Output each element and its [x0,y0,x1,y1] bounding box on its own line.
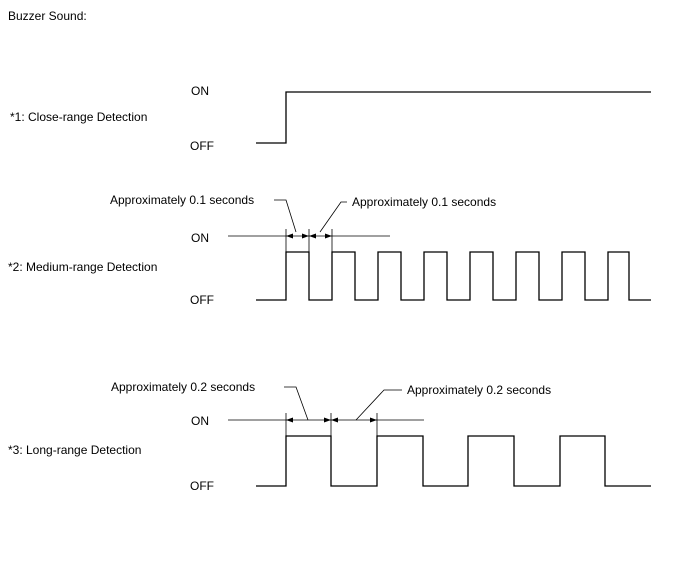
close-range-on-label: ON [191,84,209,98]
close-range-waveform [256,91,651,144]
medium-range-arrow-2 [302,233,309,239]
medium-range-arrow-4 [325,233,332,239]
close-range-section: ON *1: Close-range Detection OFF [10,84,651,153]
medium-range-off-label: OFF [190,293,214,307]
long-range-annotation-right: Approximately 0.2 seconds [407,383,551,397]
medium-range-annotation-right: Approximately 0.1 seconds [352,195,496,209]
long-range-section: Approximately 0.2 seconds Approximately … [8,380,651,493]
close-range-label: *1: Close-range Detection [10,110,147,124]
long-range-leader-right [355,389,402,421]
medium-range-waveform [256,251,651,301]
medium-range-annotation-left: Approximately 0.1 seconds [110,193,254,207]
diagram-title: Buzzer Sound: [8,9,87,23]
close-range-off-label: OFF [190,139,214,153]
medium-range-arrow-1 [286,233,293,239]
medium-range-section: Approximately 0.1 seconds Approximately … [8,193,651,307]
long-range-label: *3: Long-range Detection [8,443,141,457]
long-range-annotation-left: Approximately 0.2 seconds [111,380,255,394]
long-range-arrow-1 [286,417,293,423]
medium-range-on-label: ON [191,231,209,245]
long-range-arrow-3 [331,417,338,423]
medium-range-label: *2: Medium-range Detection [8,260,157,274]
medium-range-leader-right [319,201,347,233]
long-range-arrow-2 [324,417,331,423]
long-range-on-label: ON [191,414,209,428]
long-range-off-label: OFF [190,479,214,493]
medium-range-arrow-3 [309,233,316,239]
medium-range-leader-left [274,199,297,233]
long-range-arrow-4 [370,417,377,423]
long-range-leader-left [284,386,309,421]
long-range-waveform [256,435,651,487]
